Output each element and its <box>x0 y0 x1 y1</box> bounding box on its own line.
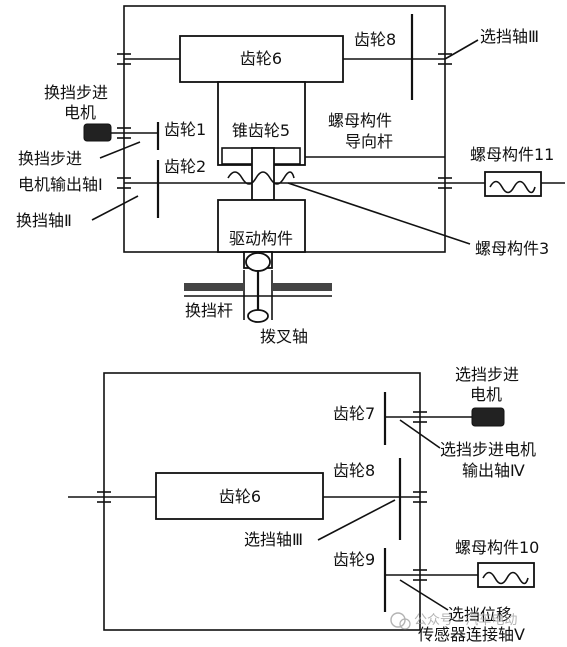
nut11-label: 螺母构件11 <box>470 145 554 164</box>
bottom-stepper-motor-icon <box>471 407 505 427</box>
nut10-label: 螺母构件10 <box>455 538 539 557</box>
nut3-label: 螺母构件3 <box>475 239 549 258</box>
top-stepper-motor-icon <box>83 123 112 142</box>
watermark-text: 公众号 · 汽车电动 <box>414 612 517 628</box>
lever-label: 换挡杆 <box>185 301 233 320</box>
spring-icon <box>227 171 295 185</box>
drive-member-box <box>217 199 306 253</box>
guide-rod-label-1: 螺母构件 <box>328 111 392 130</box>
shaft2-leader <box>91 195 139 221</box>
top-shaft3-label: 选挡轴Ⅲ <box>480 27 539 46</box>
top-shaft3-leader <box>444 39 479 60</box>
bottom-gear6-label: 齿轮6 <box>219 487 261 506</box>
gear7-label: 齿轮7 <box>333 404 375 423</box>
drive-pin-icon <box>245 252 271 272</box>
gear1-label: 齿轮1 <box>164 120 206 139</box>
gear2-label: 齿轮2 <box>164 157 206 176</box>
bottom-diagram: 选挡步进 电机 齿轮7 选挡步进电机 输出轴Ⅳ 齿轮8 齿轮6 选挡轴Ⅲ 齿轮9 <box>68 365 539 644</box>
watermark: 公众号 · 汽车电动 <box>390 612 517 630</box>
nut3-cross-post <box>251 147 275 201</box>
bottom-shaft3-label: 选挡轴Ⅲ <box>244 530 303 549</box>
sensor-label-2: 传感器连接轴Ⅴ <box>418 625 525 644</box>
bottom-gear6-box <box>155 472 324 520</box>
gear9-label: 齿轮9 <box>333 550 375 569</box>
bottom-shaft3-leader <box>317 499 396 541</box>
bottom-gear8-label: 齿轮8 <box>333 461 375 480</box>
bottom-motor-label-1: 选挡步进 <box>455 365 519 384</box>
drive-member-label: 驱动构件 <box>229 229 293 248</box>
top-gear8-label: 齿轮8 <box>354 30 396 49</box>
top-motor-label-2: 电机 <box>64 103 96 122</box>
top-output-label-2: 电机输出轴Ⅰ <box>18 175 103 194</box>
top-motor-label-1: 换挡步进 <box>44 83 108 102</box>
bevel-gear5-label: 锥齿轮5 <box>232 121 290 140</box>
bottom-motor-label-2: 电机 <box>470 385 502 404</box>
guide-rod-label-2: 导向杆 <box>345 132 393 151</box>
fork-rail-right <box>272 283 332 291</box>
nut3-leader <box>287 182 471 245</box>
fork-shaft-label: 拨叉轴 <box>260 327 308 346</box>
sensor-label-1: 选挡位移 <box>448 605 512 624</box>
top-gear6-label: 齿轮6 <box>240 49 282 68</box>
output-leader <box>99 141 141 159</box>
spring-icon <box>482 571 529 585</box>
spring-icon <box>489 180 536 194</box>
fork-shaft-end-icon <box>247 309 269 323</box>
output4-label-2: 输出轴Ⅳ <box>462 461 525 480</box>
top-diagram: 齿轮6 齿轮8 选挡轴Ⅲ 锥齿轮5 换挡步进 电机 齿轮1 螺母构件 导向杆 <box>16 5 565 346</box>
top-output-label-1: 换挡步进 <box>18 149 82 168</box>
wechat-logo-icon-part <box>399 618 411 630</box>
output4-label-1: 选挡步进电机 <box>440 440 536 459</box>
shaft2-label: 换挡轴Ⅱ <box>16 211 72 230</box>
fork-rail-left <box>184 283 244 291</box>
wechat-logo-icon <box>390 612 406 628</box>
output4-leader <box>399 419 441 449</box>
sensor-leader <box>399 579 449 611</box>
